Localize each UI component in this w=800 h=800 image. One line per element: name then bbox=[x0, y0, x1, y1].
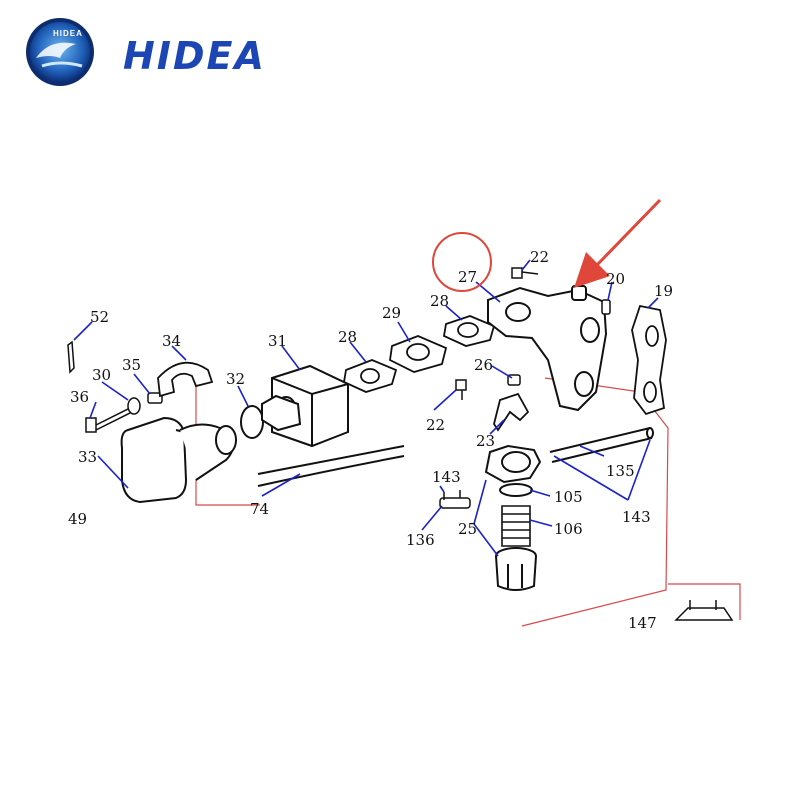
part-label-22: 22 bbox=[530, 248, 549, 266]
emblem-text: HIDEA bbox=[53, 29, 83, 38]
part-34-clamp bbox=[157, 361, 214, 398]
part-20-pin bbox=[601, 299, 611, 315]
part-label-105: 105 bbox=[554, 488, 583, 506]
leader-lines bbox=[73, 259, 659, 557]
part-label-20: 20 bbox=[606, 270, 625, 288]
part-label-147: 147 bbox=[628, 614, 657, 632]
part-label-27: 27 bbox=[458, 268, 477, 286]
brand-wordmark: HIDEA bbox=[123, 34, 266, 78]
part-28-gasket-2 bbox=[442, 315, 496, 347]
assembly-frame bbox=[195, 377, 741, 627]
part-105-ring bbox=[499, 483, 533, 497]
part-label-33: 33 bbox=[78, 448, 97, 466]
part-label-31: 31 bbox=[268, 332, 287, 350]
part-label-36: 36 bbox=[70, 388, 89, 406]
part-label-22: 22 bbox=[426, 416, 445, 434]
highlight-arrow-icon bbox=[574, 198, 662, 288]
part-136-clip bbox=[439, 490, 471, 509]
part-28-gasket bbox=[342, 359, 398, 393]
part-labels: 52 34 31 29 28 28 27 22 20 19 35 30 32 36 26 22 23 33 143 1… bbox=[68, 248, 673, 632]
part-filter-cup bbox=[495, 547, 537, 591]
part-25-pump bbox=[484, 444, 542, 484]
part-27-manifold bbox=[487, 285, 608, 412]
part-74-hose bbox=[257, 445, 405, 487]
part-label-19: 19 bbox=[654, 282, 673, 300]
part-32-oring bbox=[240, 405, 264, 439]
part-label-52: 52 bbox=[90, 308, 109, 326]
part-label-74: 74 bbox=[250, 500, 269, 518]
part-label-49: 49 bbox=[68, 510, 87, 528]
part-label-35: 35 bbox=[122, 356, 141, 374]
part-label-30: 30 bbox=[92, 366, 111, 384]
part-22-screw bbox=[511, 267, 539, 279]
brand-logo: HIDEA HIDEA bbox=[20, 14, 264, 88]
brand-emblem-icon bbox=[26, 18, 94, 86]
part-29-flange bbox=[389, 335, 448, 373]
part-label-25: 25 bbox=[458, 520, 477, 538]
part-label-28: 28 bbox=[338, 328, 357, 346]
part-22-screw-2 bbox=[455, 379, 467, 400]
part-147-bracket bbox=[674, 600, 734, 621]
part-31-housing bbox=[261, 364, 349, 448]
part-label-32: 32 bbox=[226, 370, 245, 388]
highlight-circle bbox=[432, 232, 492, 292]
part-label-143: 143 bbox=[622, 508, 651, 526]
part-label-26: 26 bbox=[474, 356, 493, 374]
part-36-bolt bbox=[85, 407, 133, 433]
part-135-hose bbox=[549, 427, 654, 463]
part-label-106: 106 bbox=[554, 520, 583, 538]
part-19-gasket bbox=[631, 304, 667, 416]
part-label-23: 23 bbox=[476, 432, 495, 450]
part-label-143: 143 bbox=[432, 468, 461, 486]
part-label-28: 28 bbox=[430, 292, 449, 310]
part-33-muffler bbox=[120, 416, 237, 504]
part-label-135: 135 bbox=[606, 462, 635, 480]
part-35-spacer bbox=[147, 392, 163, 404]
part-label-136: 136 bbox=[406, 531, 435, 549]
part-label-29: 29 bbox=[382, 304, 401, 322]
part-52 bbox=[67, 340, 75, 374]
part-label-34: 34 bbox=[162, 332, 181, 350]
part-106-spring bbox=[501, 505, 531, 547]
part-30-washer bbox=[127, 397, 141, 415]
